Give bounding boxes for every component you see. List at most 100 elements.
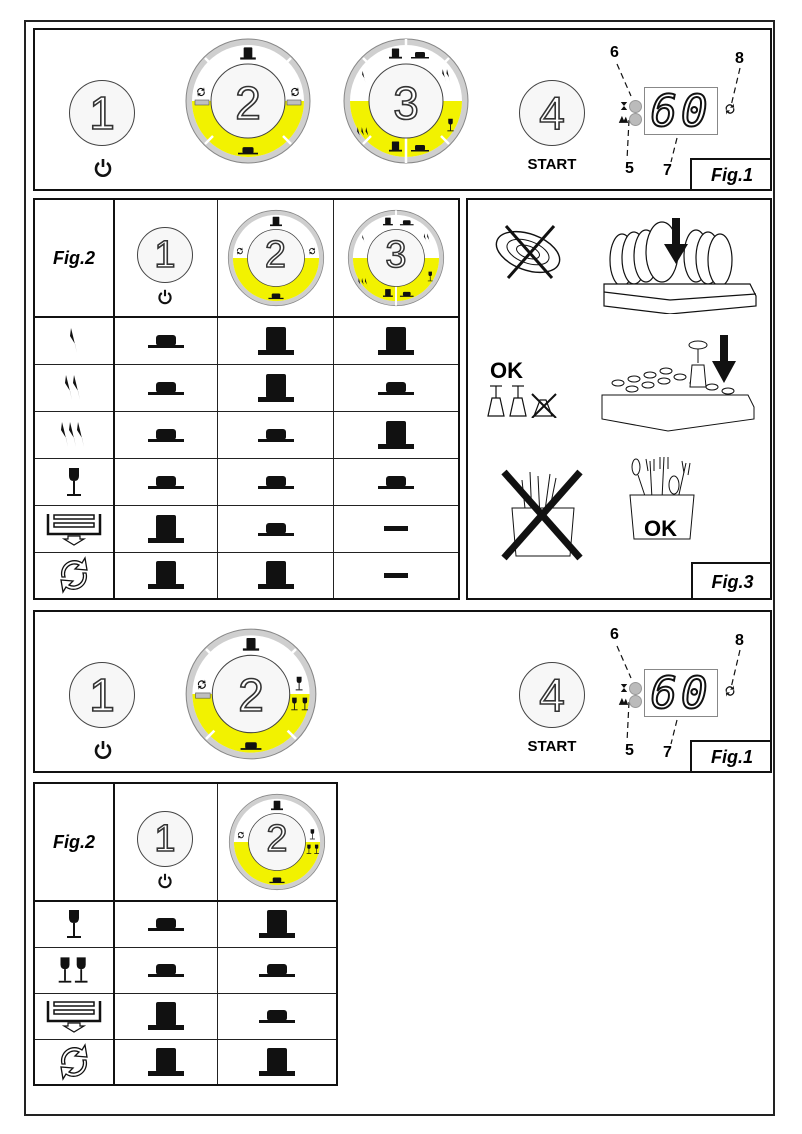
high-button-icon — [258, 326, 294, 356]
hourglass-icon — [620, 101, 628, 111]
page-frame — [24, 20, 775, 1116]
fig2-settings-table-a: Fig.2 1 2 — [33, 198, 460, 600]
high-button-icon — [148, 560, 184, 590]
power-button[interactable]: 1 — [69, 80, 135, 146]
callout-7: 7 — [663, 162, 672, 179]
figure-label: Fig.1 — [690, 158, 772, 191]
led-indicator-5 — [629, 113, 642, 126]
table-row — [33, 900, 338, 948]
callout-5: 5 — [625, 742, 634, 759]
table-row — [33, 410, 460, 459]
power-icon — [93, 158, 113, 178]
salt-icon — [618, 114, 629, 124]
power-button-ref: 1 — [137, 227, 193, 283]
dial-number-3: 3 — [392, 76, 419, 130]
low-button-icon — [148, 333, 184, 349]
low-button-icon — [148, 427, 184, 443]
dial-number-2: 2 — [266, 817, 289, 861]
low-button-icon — [378, 474, 414, 490]
low-button-icon — [148, 916, 184, 932]
column-header-2: 2 — [217, 782, 338, 902]
wash-selector-dial-2[interactable]: 2 — [183, 36, 313, 166]
fig2-settings-table-b: Fig.2 1 2 — [33, 782, 338, 1086]
column-header-2: 2 — [217, 198, 334, 318]
low-button-icon — [258, 521, 294, 537]
column-header-1: 1 — [113, 198, 218, 318]
low-button-icon — [258, 474, 294, 490]
low-button-icon — [148, 380, 184, 396]
start-button[interactable]: 4 — [519, 662, 585, 728]
low-button-icon — [378, 380, 414, 396]
callout-8: 8 — [735, 50, 744, 67]
high-button-icon — [148, 514, 184, 544]
callout-leader-lines — [616, 63, 741, 163]
high-button-icon — [378, 326, 414, 356]
control-panel-fig1-b: 1 2 4 START 6 8 5 7 60 Fig.1 — [33, 610, 772, 773]
table-row — [33, 1038, 338, 1086]
glass-icon — [64, 909, 84, 939]
low-button-icon — [259, 1008, 295, 1024]
dial-number-2: 2 — [237, 668, 264, 722]
two-glasses-icon — [57, 956, 89, 983]
high-button-icon — [259, 1047, 295, 1077]
cutlery-ok-label: OK — [644, 516, 677, 541]
dial-number-2: 2 — [264, 233, 287, 277]
wash-selector-dial-3[interactable]: 3 — [341, 36, 471, 166]
high-button-icon — [258, 373, 294, 403]
led-indicator-6 — [629, 682, 642, 695]
figure-label: Fig.2 — [52, 831, 95, 852]
digital-display: 60 — [644, 667, 718, 720]
table-row — [33, 946, 338, 994]
callout-8: 8 — [735, 632, 744, 649]
cutlery-3-icon — [59, 420, 89, 450]
table-row — [33, 457, 460, 506]
table-row — [33, 504, 460, 553]
column-header-1: 1 — [113, 782, 218, 902]
table-row — [33, 363, 460, 412]
control-panel-fig1-a: 1 2 — [33, 28, 772, 191]
callout-7: 7 — [663, 744, 672, 761]
figure-label: Fig.2 — [52, 247, 95, 268]
glasses-ok-label: OK — [490, 358, 523, 383]
power-icon — [93, 740, 113, 760]
low-button-icon — [259, 962, 295, 978]
crossed-cutlery-basket-icon — [501, 469, 583, 561]
callout-6: 6 — [610, 626, 619, 643]
power-button[interactable]: 1 — [69, 662, 135, 728]
low-button-icon — [148, 962, 184, 978]
high-button-icon — [148, 1001, 184, 1031]
cycle-icon — [723, 684, 737, 698]
power-button-ref: 1 — [137, 811, 193, 867]
cycle-icon — [723, 102, 737, 116]
low-button-icon — [148, 474, 184, 490]
regeneration-icon — [54, 1042, 94, 1082]
table-row — [33, 316, 460, 365]
table-row — [33, 992, 338, 1040]
high-button-icon — [259, 909, 295, 939]
dash-icon — [384, 526, 408, 531]
callout-5: 5 — [625, 160, 634, 177]
cutlery-2-icon — [62, 373, 86, 403]
salt-icon — [618, 696, 629, 706]
power-icon — [157, 873, 173, 889]
figure-label: Fig.3 — [691, 562, 772, 600]
cutlery-basket-icon — [629, 456, 695, 540]
dial-number-3: 3 — [385, 233, 408, 277]
wash-selector-dial-2[interactable]: 2 — [183, 626, 319, 762]
led-indicator-5 — [629, 695, 642, 708]
glasses-upside-down-icon — [487, 385, 557, 418]
power-icon — [157, 289, 173, 305]
high-button-icon — [258, 560, 294, 590]
callout-leader-lines — [616, 645, 741, 745]
start-button[interactable]: 4 — [519, 80, 585, 146]
high-button-icon — [378, 420, 414, 450]
low-button-icon — [258, 427, 294, 443]
digital-display: 60 — [644, 85, 718, 138]
drain-icon — [46, 999, 102, 1033]
glass-rack-icon — [601, 335, 755, 432]
callout-6: 6 — [610, 44, 619, 61]
column-header-3: 3 — [333, 198, 460, 318]
dash-icon — [384, 572, 408, 578]
figure-label: Fig.1 — [690, 740, 772, 773]
hourglass-icon — [620, 683, 628, 693]
